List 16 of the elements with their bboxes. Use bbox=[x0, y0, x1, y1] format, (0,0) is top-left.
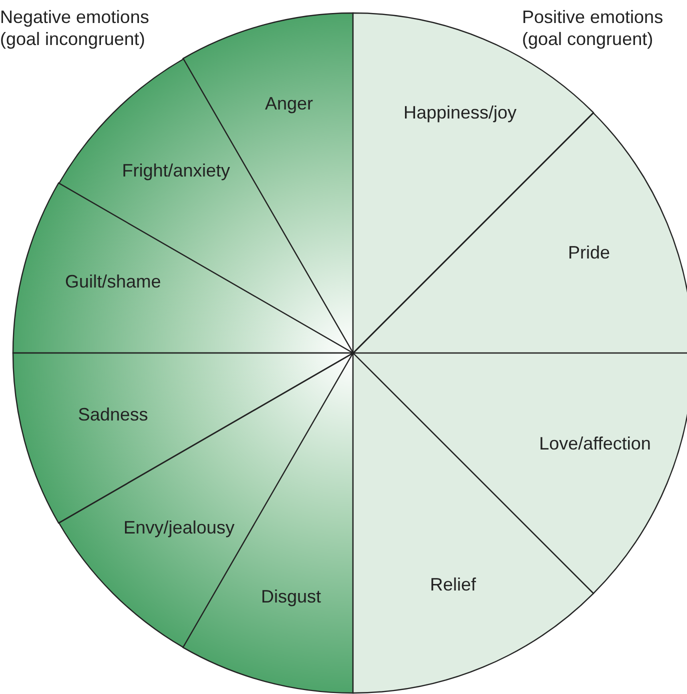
segment-label: Fright/anxiety bbox=[122, 160, 230, 182]
segment-label: Envy/jealousy bbox=[123, 518, 235, 538]
segment-label: Guilt/shame bbox=[64, 272, 162, 292]
segment-label: Relief bbox=[430, 574, 476, 596]
segment-label: Disgust bbox=[260, 586, 322, 608]
pie-segment bbox=[58, 353, 353, 648]
pie-segment bbox=[58, 58, 353, 353]
group-heading: Positive emotions (goal congruent) bbox=[522, 6, 664, 50]
segment-label: Happiness/joy bbox=[403, 102, 517, 124]
segment-label: Sadness bbox=[78, 404, 148, 426]
segment-label: Anger bbox=[264, 94, 314, 114]
segment-label: Love/affection bbox=[539, 434, 651, 454]
segment-label: Pride bbox=[568, 242, 610, 264]
group-heading: Negative emotions (goal incongruent) bbox=[0, 6, 150, 50]
pie-segment bbox=[353, 353, 687, 594]
pie-segment bbox=[13, 183, 353, 353]
